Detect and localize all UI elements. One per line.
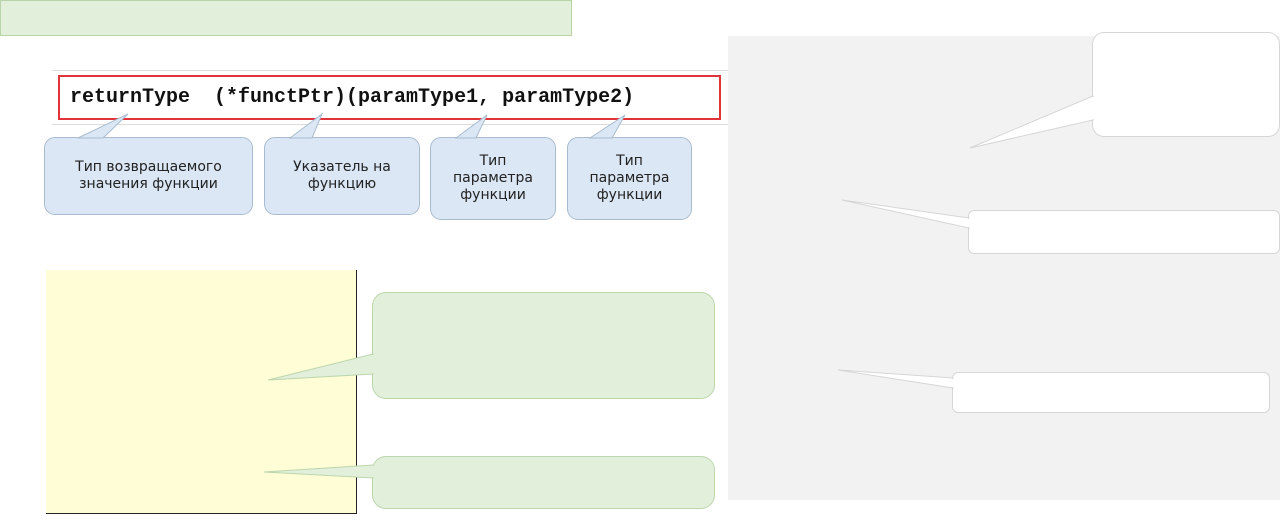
callout-param-type-1: Тип параметра функции — [430, 137, 556, 220]
white-speech-bubble-top — [1092, 32, 1280, 137]
callout-function-pointer: Указатель на функцию — [264, 137, 420, 215]
top-banner — [0, 0, 572, 36]
callout-return-type: Тип возвращаемого значения функции — [44, 137, 253, 215]
green-speech-bubble-upper — [372, 292, 715, 399]
white-speech-bubble-middle — [968, 210, 1280, 254]
function-pointer-signature: returnType (*functPtr)(paramType1, param… — [58, 75, 721, 120]
green-speech-bubble-lower — [372, 456, 715, 509]
white-speech-bubble-bottom — [952, 372, 1270, 413]
yellow-note-panel — [46, 270, 357, 514]
callout-param-type-2: Тип параметра функции — [567, 137, 692, 220]
